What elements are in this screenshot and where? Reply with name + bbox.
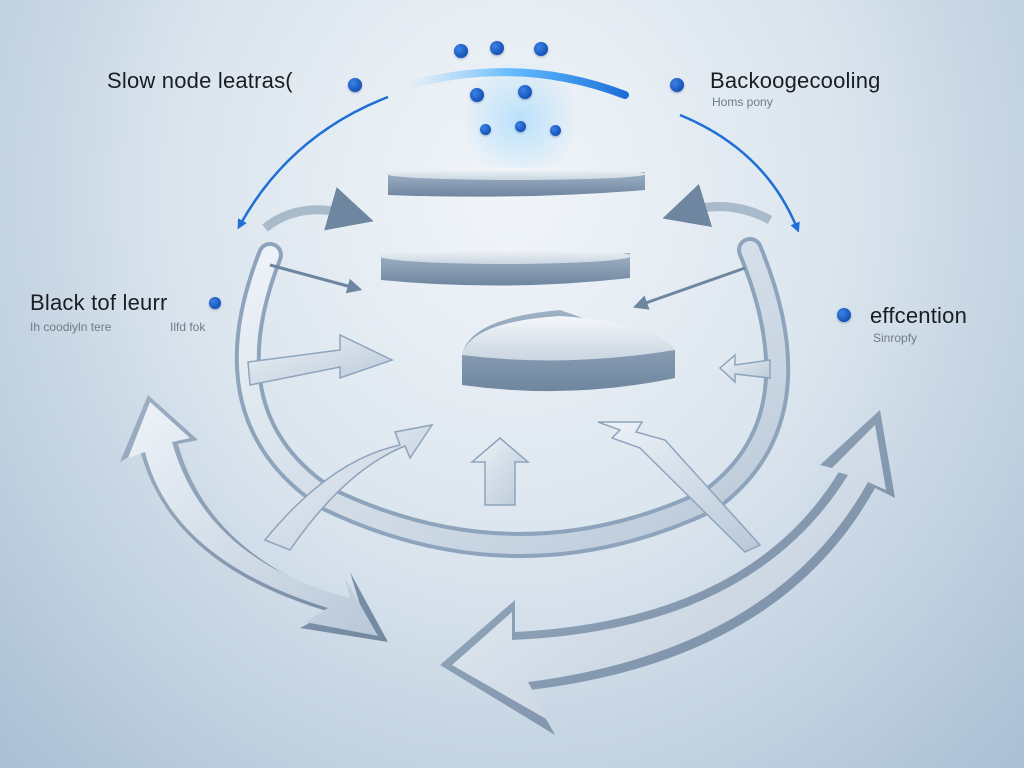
label-mid-left: Black tof leurr [30, 290, 168, 315]
dot-cluster-7 [515, 121, 526, 132]
small-arrow-left [262, 187, 374, 232]
pointer-arrow-left [269, 263, 363, 294]
dot-cluster-6 [480, 124, 491, 135]
bullet-top-right [670, 78, 684, 92]
pointer-arrow-right [632, 266, 746, 310]
top-glow [460, 60, 580, 180]
sublabel-mid-right: Sinropfy [873, 331, 918, 345]
block-arrow-diag-down [597, 421, 762, 553]
sublabel-mid-left-a: Ih coodiyln tere [30, 320, 112, 334]
sublabel-top-right: Homs pony [712, 95, 773, 109]
blue-arc-right [679, 113, 800, 233]
block-arrow-right [718, 353, 771, 384]
dot-cluster-5 [518, 85, 532, 99]
bullet-top-left [348, 78, 362, 92]
label-top-left: Slow node leatras( [107, 68, 293, 93]
top-blue-arc [406, 68, 629, 99]
dot-cluster-1 [454, 44, 468, 58]
slab-top [386, 168, 646, 197]
bullet-mid-right [837, 308, 851, 322]
dot-cluster-3 [534, 42, 548, 56]
small-arrow-right [662, 183, 773, 227]
bullet-mid-left [209, 297, 221, 309]
label-mid-right: effcention [870, 303, 968, 328]
blue-arc-left [237, 95, 389, 230]
block-arrow-left [247, 333, 394, 386]
big-arrow-lower-right [440, 410, 895, 735]
dot-cluster-4 [470, 88, 484, 102]
block-arrow-diag-up [263, 423, 434, 551]
sublabel-mid-left-b: Ilfd fok [170, 320, 206, 334]
dot-cluster-2 [490, 41, 504, 55]
ring-face [238, 241, 787, 554]
block-arrow-up [469, 437, 531, 506]
slab-bottom [462, 310, 675, 392]
dot-cluster-8 [550, 125, 561, 136]
slab-middle [379, 248, 631, 286]
big-arrow-lower-left [120, 395, 388, 642]
label-top-right: Backoogecooling [710, 68, 881, 93]
